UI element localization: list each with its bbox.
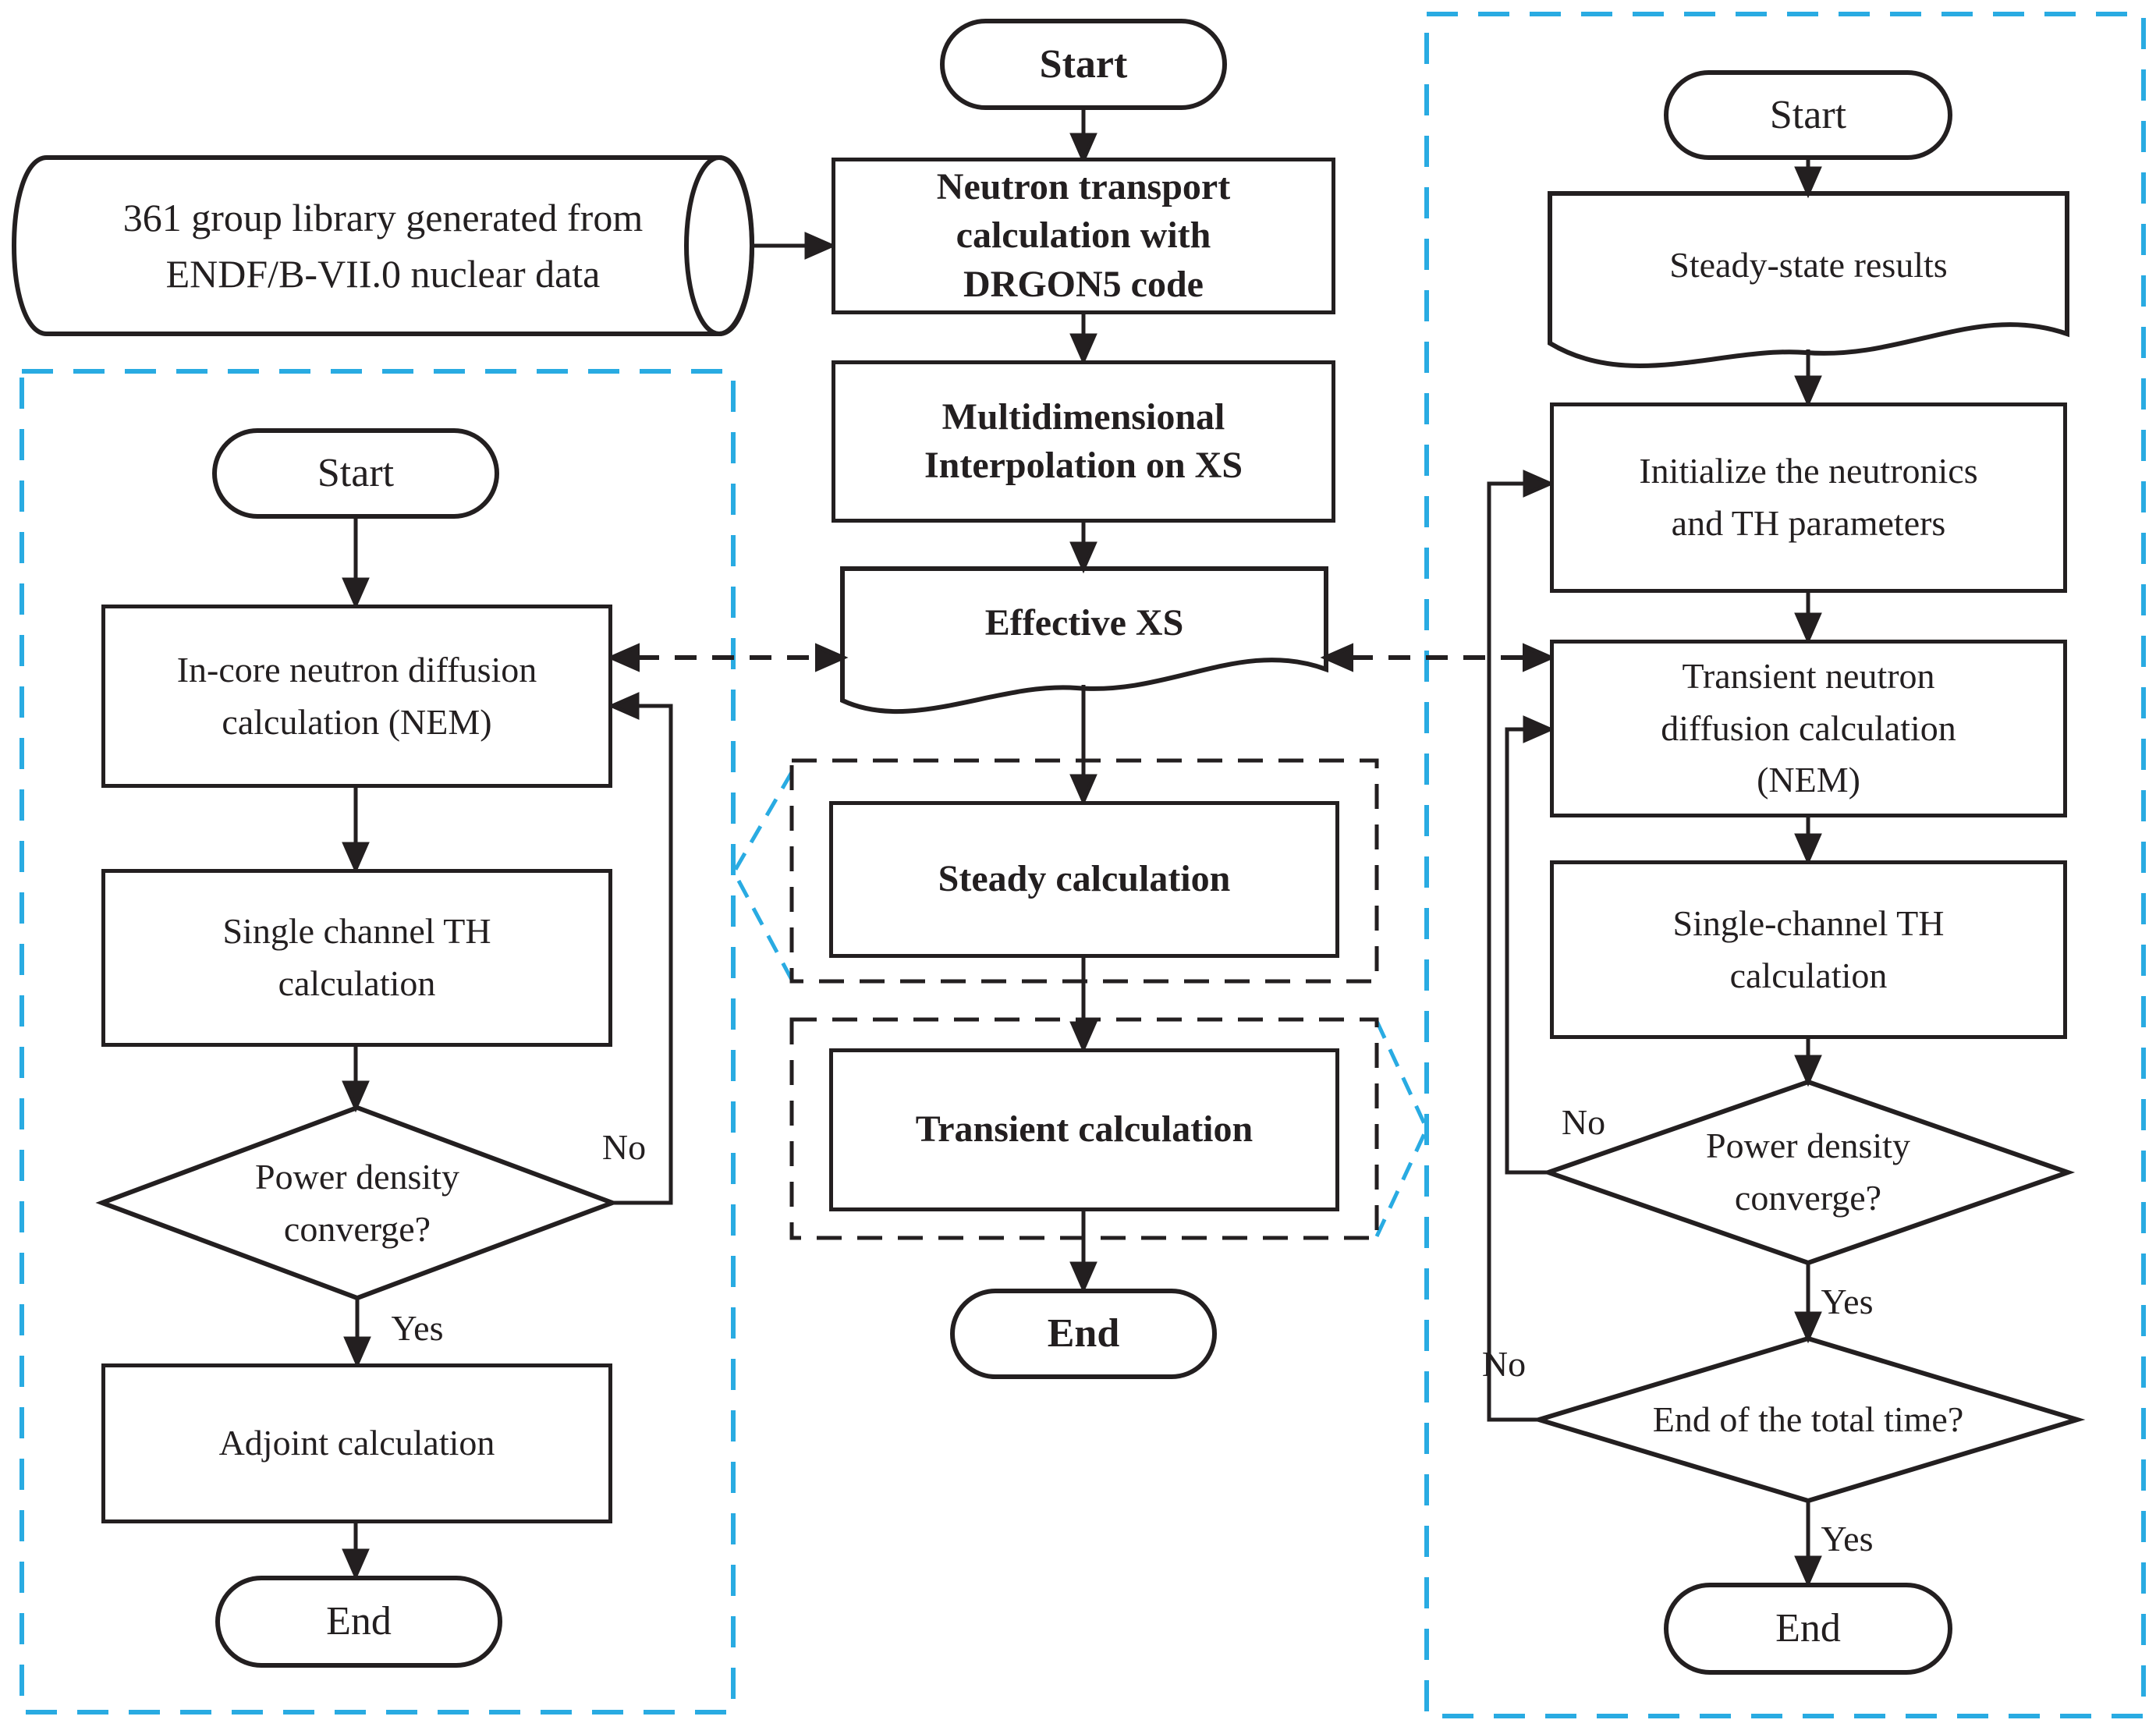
library-cylinder-label: 361 group library generated from ENDF/B-… [122, 195, 644, 296]
end-of-time-decision-label: End of the total time? [1652, 1399, 1964, 1439]
library-cylinder-shape [12, 155, 754, 336]
interpolation-process: Multidimensional Interpolation on XS [832, 360, 1335, 523]
steady-start-terminator: Start [212, 428, 499, 519]
steady-calculation-process: Steady calculation [829, 801, 1339, 958]
transient-single-channel-th-process: Single-channel TH calculation [1550, 860, 2067, 1039]
in-core-diffusion-process: In-core neutron diffusion calculation (N… [101, 605, 612, 788]
effective-xs-label: Effective XS [984, 601, 1184, 644]
transient-start-terminator: Start [1664, 70, 1952, 160]
flow-arrows [342, 110, 1822, 1588]
steady-converge-decision-label: Power density converge? [255, 1156, 459, 1249]
steady-end-terminator: End [215, 1576, 502, 1668]
steady-zoom-bracket [732, 771, 794, 981]
transient-end-terminator: End [1664, 1583, 1952, 1675]
effective-xs-document-shape [840, 566, 1328, 715]
transient-detail-container [1424, 12, 2146, 1718]
end-of-time-yes-label: Yes [1821, 1518, 1874, 1558]
main-start-terminator: Start [940, 19, 1227, 110]
end-of-time-no-label: No [1481, 1343, 1527, 1384]
transient-diffusion-process: Transient neutron diffusion calculation … [1550, 640, 2067, 817]
transient-converge-no-label: No [1561, 1101, 1606, 1142]
transient-zoom-bracket [1374, 1019, 1429, 1238]
steady-state-results-document-shape [1548, 191, 2069, 368]
neutron-transport-process: Neutron transport calculation with DRGON… [832, 158, 1335, 314]
effective-xs-exchange-arrows [606, 643, 1556, 672]
steady-state-results-label: Steady-state results [1669, 245, 1948, 285]
steady-yes-label: Yes [391, 1307, 444, 1348]
transient-converge-decision-label: Power density converge? [1706, 1125, 1910, 1218]
initialize-parameters-process: Initialize the neutronics and TH paramet… [1550, 402, 2067, 593]
adjoint-calculation-process: Adjoint calculation [101, 1363, 612, 1523]
transient-calculation-process: Transient calculation [829, 1048, 1339, 1211]
main-end-terminator: End [950, 1289, 1217, 1379]
steady-no-label: No [601, 1126, 647, 1167]
transient-converge-yes-label: Yes [1821, 1281, 1874, 1321]
steady-single-channel-th-process: Single channel TH calculation [101, 869, 612, 1047]
